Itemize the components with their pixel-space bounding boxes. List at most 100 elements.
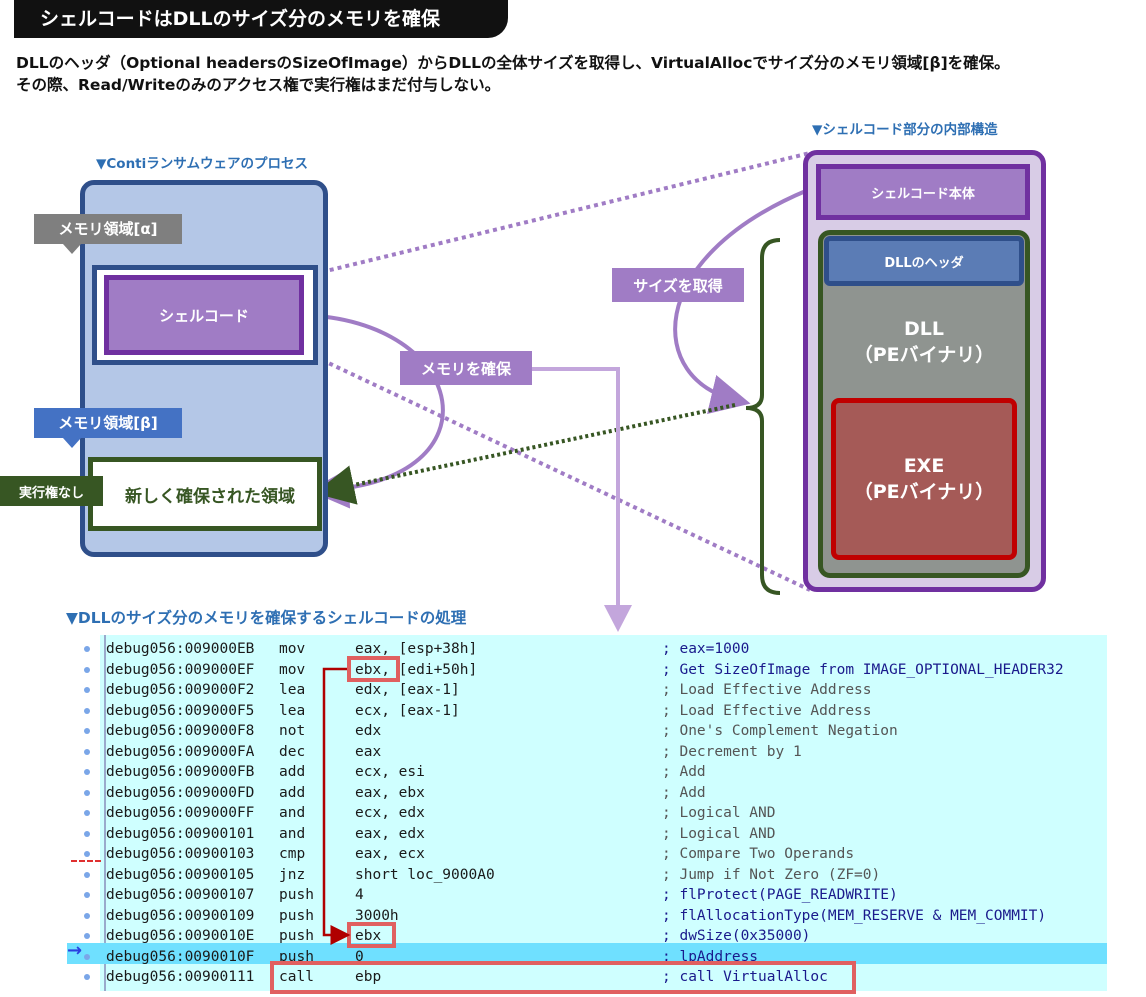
code-mnemonic: not bbox=[279, 723, 306, 739]
code-operands: eax, edx bbox=[355, 825, 425, 842]
call-virtualalloc-highlight bbox=[270, 961, 856, 994]
line-dot-icon bbox=[84, 953, 90, 960]
code-mnemonic: push bbox=[279, 907, 314, 924]
code-comment: ; flAllocationType(MEM_RESERVE & MEM_COM… bbox=[662, 907, 1047, 924]
line-dot-icon bbox=[84, 646, 90, 652]
line-dot-icon bbox=[84, 974, 90, 980]
line-dot-icon bbox=[84, 851, 90, 857]
code-comment: ; lpAddress bbox=[662, 948, 759, 965]
code-comment: ; Add bbox=[662, 784, 706, 801]
line-dot-icon bbox=[84, 666, 90, 673]
dll-label-line-1: DLL bbox=[904, 318, 944, 340]
code-address: debug056:009000F8 bbox=[106, 723, 255, 739]
code-mnemonic: and bbox=[279, 805, 306, 821]
code-operands: ecx, [eax-1] bbox=[355, 702, 460, 719]
code-mnemonic: push bbox=[279, 887, 314, 903]
code-mnemonic: and bbox=[279, 825, 306, 842]
code-mnemonic: mov bbox=[279, 641, 306, 657]
code-operands: 0 bbox=[355, 948, 364, 965]
process-caption: ▼Contiランサムウェアのプロセス bbox=[96, 156, 308, 172]
code-comment: ; Compare Two Operands bbox=[662, 846, 855, 862]
code-comment: ; One's Complement Negation bbox=[662, 723, 898, 739]
dll-header-block: DLLのヘッダ bbox=[824, 236, 1024, 286]
code-address: debug056:00900105 bbox=[106, 866, 255, 883]
exe-block: EXE （PEバイナリ） bbox=[831, 398, 1017, 560]
code-operands: ebx, [edi+50h] bbox=[355, 661, 478, 678]
code-address: debug056:009000FF bbox=[106, 805, 255, 821]
code-row[interactable]: debug056:00900101 and eax, edx ; Logical AN… bbox=[67, 824, 1107, 845]
ebx-flow-arrow bbox=[322, 667, 351, 945]
code-row[interactable]: debug056:00900107 push 4 ; flProtect(PAGE_R… bbox=[67, 885, 1107, 906]
code-operands: eax, [esp+38h] bbox=[355, 641, 478, 657]
code-operands: ecx, esi bbox=[355, 764, 425, 780]
current-line-highlight bbox=[67, 943, 1107, 964]
code-operands: short loc_9000A0 bbox=[355, 866, 495, 883]
code-comment: ; Logical AND bbox=[662, 825, 776, 842]
code-operands: ecx, edx bbox=[355, 805, 425, 821]
get-size-arrow bbox=[673, 188, 809, 414]
code-row[interactable]: debug056:0090010F push 0 ; lpAddress bbox=[67, 947, 1107, 968]
code-mnemonic: call bbox=[279, 969, 314, 985]
code-operands: 4 bbox=[355, 887, 364, 903]
code-address: debug056:009000FB bbox=[106, 764, 255, 780]
code-operands: eax, ecx bbox=[355, 846, 425, 862]
line-dot-icon bbox=[84, 933, 90, 939]
code-address: debug056:00900103 bbox=[106, 846, 255, 862]
code-address: debug056:009000EF bbox=[106, 661, 255, 678]
code-row[interactable]: debug056:00900105 jnz short loc_9000A0 ; Ju… bbox=[67, 865, 1107, 886]
code-comment: ; Jump if Not Zero (ZF=0) bbox=[662, 866, 881, 883]
exe-label-line-1: EXE bbox=[903, 455, 945, 477]
line-dot-icon bbox=[84, 810, 90, 816]
code-operands: eax, ebx bbox=[355, 784, 425, 801]
code-mnemonic: lea bbox=[279, 682, 306, 698]
size-to-region-line bbox=[314, 403, 736, 505]
code-pointer-arrowhead bbox=[604, 605, 632, 632]
code-mnemonic: lea bbox=[279, 702, 306, 719]
code-address: debug056:00900107 bbox=[106, 887, 255, 903]
line-dot-icon bbox=[84, 789, 90, 796]
code-operands: 3000h bbox=[355, 907, 399, 924]
region-beta-tag: メモリ領域[β] bbox=[34, 408, 182, 438]
code-operands: ebx bbox=[355, 928, 382, 944]
page-title: シェルコードはDLLのサイズ分のメモリを確保 bbox=[14, 0, 508, 38]
jump-marker bbox=[71, 860, 101, 862]
intro-line-1: DLLのヘッダ（Optional headersのSizeOfImage）からD… bbox=[16, 54, 1010, 72]
code-address: debug056:009000FA bbox=[106, 743, 255, 760]
code-mnemonic: add bbox=[279, 764, 306, 780]
code-comment: ; call VirtualAlloc bbox=[662, 969, 828, 985]
code-mnemonic: jnz bbox=[279, 866, 306, 883]
ebx-source-highlight bbox=[347, 656, 400, 682]
code-comment: ; dwSize(0x35000) bbox=[662, 928, 811, 944]
code-operands: edx, [eax-1] bbox=[355, 682, 460, 698]
zoom-line-bottom bbox=[321, 358, 811, 592]
code-address: debug056:00900101 bbox=[106, 825, 255, 842]
code-row[interactable]: debug056:009000F8 not edx ; One's Complemen… bbox=[67, 721, 1107, 742]
gutter-line bbox=[104, 635, 106, 991]
structure-caption: ▼シェルコード部分の内部構造 bbox=[812, 122, 998, 138]
region-beta-tag-pointer bbox=[63, 438, 81, 448]
code-operands: edx bbox=[355, 723, 382, 739]
allocate-label: メモリを確保 bbox=[400, 351, 532, 385]
code-mnemonic: push bbox=[279, 948, 314, 965]
zoom-line-top bbox=[321, 151, 811, 274]
intro-text: DLLのヘッダ（Optional headersのSizeOfImage）からD… bbox=[16, 52, 1136, 96]
code-address: debug056:0090010F bbox=[106, 948, 255, 965]
code-comment: ; Decrement by 1 bbox=[662, 743, 802, 760]
line-dot-icon bbox=[84, 687, 90, 693]
code-comment: ; flProtect(PAGE_READWRITE) bbox=[662, 887, 898, 903]
